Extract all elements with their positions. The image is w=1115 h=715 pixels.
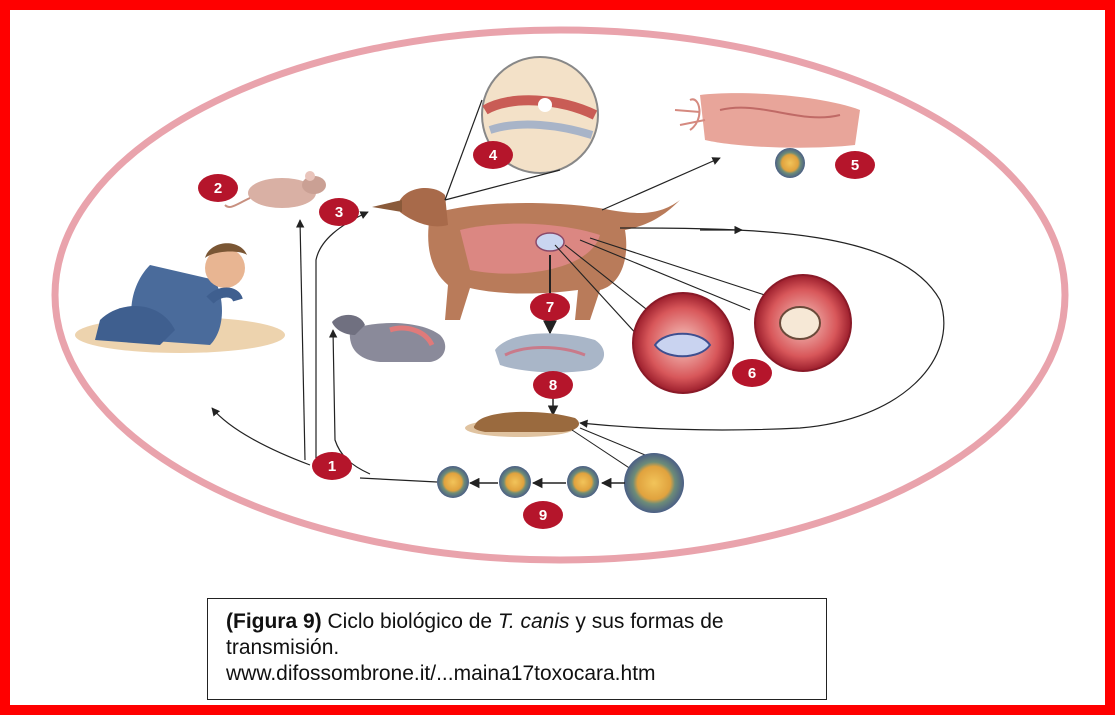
stage-badge-9: 9 (523, 501, 563, 529)
egg-illustration (775, 148, 805, 178)
svg-text:2: 2 (214, 180, 222, 197)
egg-illustration (567, 466, 599, 498)
svg-text:9: 9 (539, 507, 547, 524)
stage-badge-1: 1 (312, 452, 352, 480)
figure-caption: (Figura 9) Ciclo biológico de T. canis y… (207, 598, 827, 700)
dog-illustration (372, 188, 680, 320)
svg-text:8: 8 (549, 377, 557, 394)
placenta-illustration (495, 333, 604, 372)
mouse-illustration (225, 171, 326, 208)
caption-source-url: www.difossombrone.it/...maina17toxocara.… (226, 661, 826, 687)
svg-text:5: 5 (851, 157, 859, 174)
svg-text:6: 6 (748, 365, 756, 382)
child-illustration (75, 243, 285, 353)
svg-text:1: 1 (328, 458, 336, 475)
puppy-illustration (332, 315, 445, 362)
svg-text:3: 3 (335, 204, 343, 221)
stage-badge-6: 6 (732, 359, 772, 387)
stage-badge-3: 3 (319, 198, 359, 226)
stage-badge-7: 7 (530, 293, 570, 321)
egg-development-row (437, 453, 684, 513)
egg-illustration (499, 466, 531, 498)
svg-text:4: 4 (489, 147, 498, 164)
stage-badge-8: 8 (533, 371, 573, 399)
species-name: T. canis (498, 610, 570, 633)
stage-badge-4: 4 (473, 141, 513, 169)
intestine-illustration (675, 93, 860, 148)
feces-illustration (465, 412, 579, 437)
caption-text: (Figura 9) Ciclo biológico de T. canis y… (226, 609, 826, 661)
egg-illustration (624, 453, 684, 513)
svg-text:7: 7 (546, 299, 554, 316)
stage-badge-5: 5 (835, 151, 875, 179)
egg-illustration (437, 466, 469, 498)
figure-label: (Figura 9) (226, 610, 322, 633)
stage-badge-2: 2 (198, 174, 238, 202)
caption-text-before: Ciclo biológico de (322, 610, 498, 633)
